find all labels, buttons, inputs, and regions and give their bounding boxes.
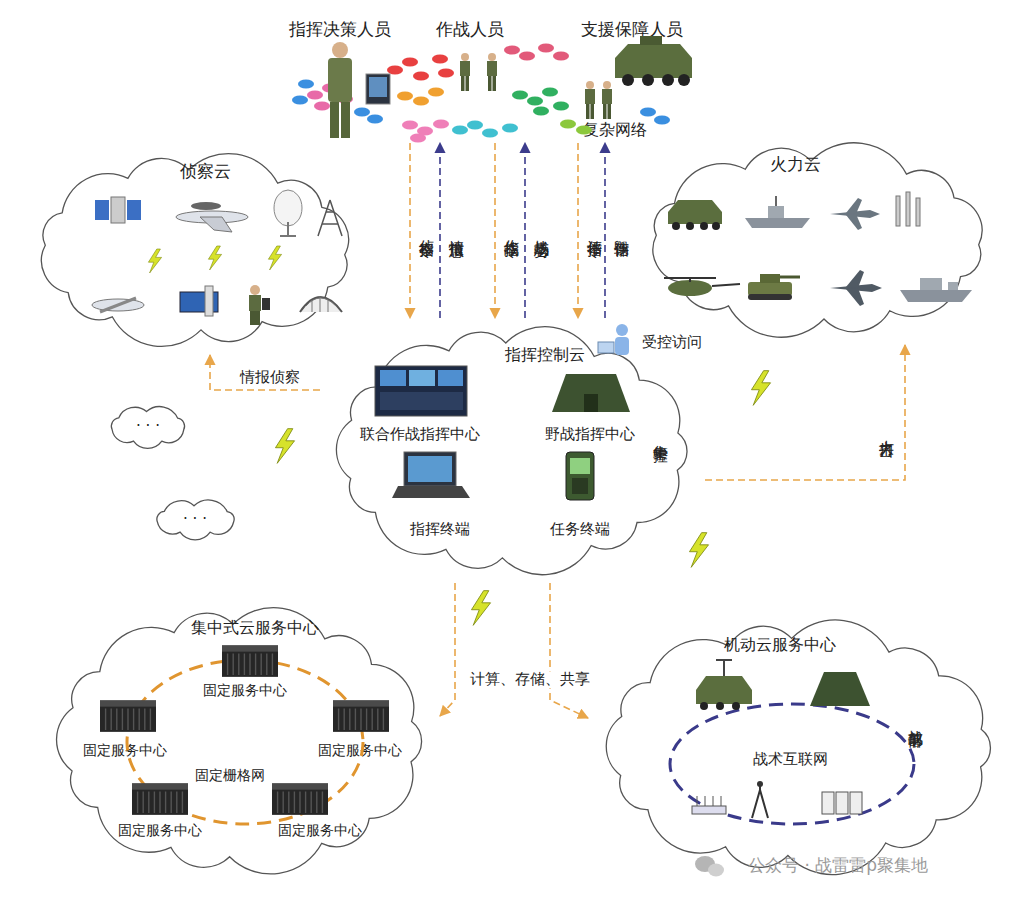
dashed-arrow [524,143,526,318]
dashed-arrow [440,583,455,716]
dashed-arrow [705,345,905,480]
edge-label: 火力打击 [877,428,894,432]
node-text: 固定服务中心 [318,742,402,758]
dashed-arrow [439,143,441,318]
node-text: 任务终端 [550,521,610,538]
access-user-icon [598,324,629,355]
wechat-icon [695,856,724,877]
fixed-grid-ring [100,645,389,824]
cloud-node: · · · [98,398,198,456]
link-bolts [275,371,770,626]
node-text: 固定服务中心 [118,822,202,838]
edge-label: 计算、存储、共享 [468,671,592,688]
node-title: 指挥决策人员 [289,20,391,40]
recon-icons [92,190,342,325]
cloud-node: · · · [143,492,248,547]
cloud-shape [157,500,234,540]
edge-label: 战场态势 [532,228,549,232]
cloud-shape [606,620,990,875]
network-blobs [292,44,670,143]
node-text: 集中管控 [651,433,668,437]
node-title: · · · [136,418,160,435]
edge-label: 作战指令 [502,228,519,232]
commander-figure [328,42,390,138]
node-text: 支援保障人员 [581,20,683,40]
node-text: 固定服务中心 [83,742,167,758]
edge-label: 情报侦察 [240,369,300,386]
node-text: 固定服务中心 [203,682,287,698]
node-text: 野战指挥中心 [545,426,635,443]
dashed-arrow [604,143,606,318]
dashed-arrow [409,143,411,318]
node-title: 侦察云 [180,162,231,182]
soldier-figures [460,53,612,119]
cloud-outline [40,598,440,883]
tactical-net-ring [670,660,914,824]
node-text: 战前部署 [906,718,923,722]
personnel-group: 指挥决策人员 作战人员 支援保障人员复杂网络 [270,8,710,143]
node-text: 复杂网络 [583,121,647,139]
cloud-shape [41,154,348,347]
dashed-arrow [577,143,579,318]
cloud-node: 侦察云 [20,145,370,355]
edge-label: 侦察指令 [417,228,434,232]
node-text: 指挥终端 [410,521,470,538]
note-label: 受控访问 [642,334,702,351]
node-text: 联合作战指挥中心 [360,426,480,443]
node-text: 固定栅格网 [195,767,265,783]
node-title: 火力云 [770,155,821,175]
cloud-shape [653,143,982,337]
cloud-node: 机动云服务中心战术互联网 战前部署 [588,612,1010,882]
recon-bolts [148,246,281,273]
cloud-shape [111,407,184,449]
command-icons [375,366,630,500]
edge-label: 毁伤评估 [612,228,629,232]
edge-label: 评估指令 [585,228,602,232]
node-text: 作战人员 [436,20,504,40]
node-text: 战术互联网 [753,751,828,768]
dashed-arrow [494,143,496,318]
cloud-node: 集中式云服务中心固定服务中心固定服务中心固定服务中心固定栅格网固定服务中心固定服… [40,598,440,883]
node-title: · · · [183,511,207,528]
cloud-shape [57,608,422,874]
node-title: 集中式云服务中心 [191,619,319,637]
cloud-node: 火力云 [630,135,1005,345]
cloud-node: 指挥控制云联合作战指挥中心 野战指挥中心指挥终端 任务终端 集中管控 [320,318,705,583]
node-text: 固定服务中心 [278,822,362,838]
cloud-shape [336,327,687,575]
dashed-arrow [210,355,320,390]
node-title: 指挥控制云 [505,346,585,364]
edge-label: 情报信息 [447,228,464,232]
fire-icons [664,192,972,306]
dashed-arrow [550,583,588,718]
support-vehicle [615,36,692,86]
node-title: 机动云服务中心 [724,636,836,654]
